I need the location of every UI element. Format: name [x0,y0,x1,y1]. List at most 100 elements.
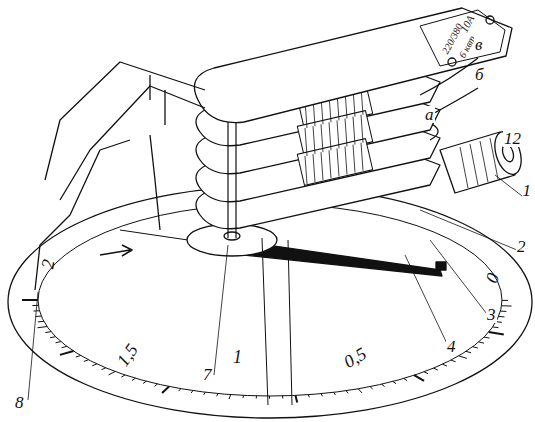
scale-number: 0 [482,270,503,286]
scale-tick [162,386,169,392]
post [150,135,160,230]
callout-number: 2 [516,238,527,255]
leader-line [262,238,292,405]
scale-tick [493,326,499,328]
scale-number: 0,5 [340,344,370,372]
zero-mark [436,262,446,270]
scale-tick [242,395,244,398]
wire-letter: в [474,36,483,53]
scale-tick [334,392,336,395]
scale-tick [295,395,297,402]
scale-tick [308,395,310,398]
scale-tick [499,316,505,317]
scale-tick [404,378,407,380]
scale-tick [393,381,396,383]
scale-tick [256,396,257,399]
winding [305,128,307,156]
bracket [45,62,205,200]
scale-tick [60,351,74,355]
callout-number: 12 [503,130,522,147]
scale-tick [155,384,158,386]
scale-tick [414,375,424,381]
callout-number: 3 [486,306,497,323]
rating-plate [420,10,505,66]
scale-tick [62,346,67,347]
callout-number: 7 [202,366,213,383]
scale-tick [132,378,135,380]
terminal [440,128,526,193]
winding [305,156,307,184]
scale-tick [143,381,146,383]
scale-tick [346,391,348,394]
dial-arrow [100,245,132,256]
callout-number: 1 [522,182,533,199]
scale-tick [473,347,478,348]
scale-tick [502,300,508,301]
scale-tick [489,332,504,334]
scale-tick [269,396,270,399]
scale-tick [56,342,61,343]
scale-number: 2 [38,257,58,271]
scale-tick [204,392,206,395]
scale-ticks [22,300,512,403]
scale-tick [229,395,231,399]
scale-tick [500,311,506,312]
winding [353,117,355,145]
scale-tick [358,389,362,393]
scale-tick [442,364,446,366]
lead-wire [420,58,478,95]
scale-tick [179,389,181,391]
winding [361,143,363,171]
scale-tick [121,375,125,377]
scale-tick [484,337,490,338]
name-plate [194,8,512,123]
winding [353,145,355,173]
screw [486,16,494,24]
scale-tick [217,394,218,397]
scale-tick [382,384,385,386]
scale-tick [92,364,96,366]
scale-tick [84,360,89,362]
scale-tick [451,360,456,362]
scale-tick [50,337,56,338]
scale-tick [479,342,484,343]
winding [337,148,339,176]
winding [345,147,347,175]
scale-tick [76,355,81,357]
winding [313,154,315,182]
winding [337,120,339,148]
winding [321,124,323,152]
lead-wire [430,124,438,140]
scale-tick [32,305,38,306]
winding [329,150,331,178]
axle [228,110,236,238]
scale-tick [282,396,283,399]
scale-tick [45,331,51,333]
scale-tick [35,316,41,317]
winding [329,122,331,150]
wire-letter: а [424,106,435,123]
scale-arc [38,204,502,396]
winding [361,115,363,143]
winding [321,152,323,180]
callout-number: 8 [14,394,25,411]
winding [345,119,347,147]
scale-number: 1,5 [113,340,142,370]
scale-tick [37,327,47,328]
scale-tick [191,391,193,394]
scale-tick [321,394,322,397]
callout-number: 4 [446,338,457,355]
axle-base [224,232,240,240]
screw [448,58,456,66]
scale-number: 1 [232,348,243,366]
wire-letter: б [474,66,485,83]
scale-tick [459,356,467,359]
scale-tick [496,321,502,323]
scale-tick [434,368,438,370]
scale-tick [370,387,373,389]
scale-tick [38,321,44,323]
scale-tick [22,299,38,301]
zero-corrector-rod [35,140,130,290]
